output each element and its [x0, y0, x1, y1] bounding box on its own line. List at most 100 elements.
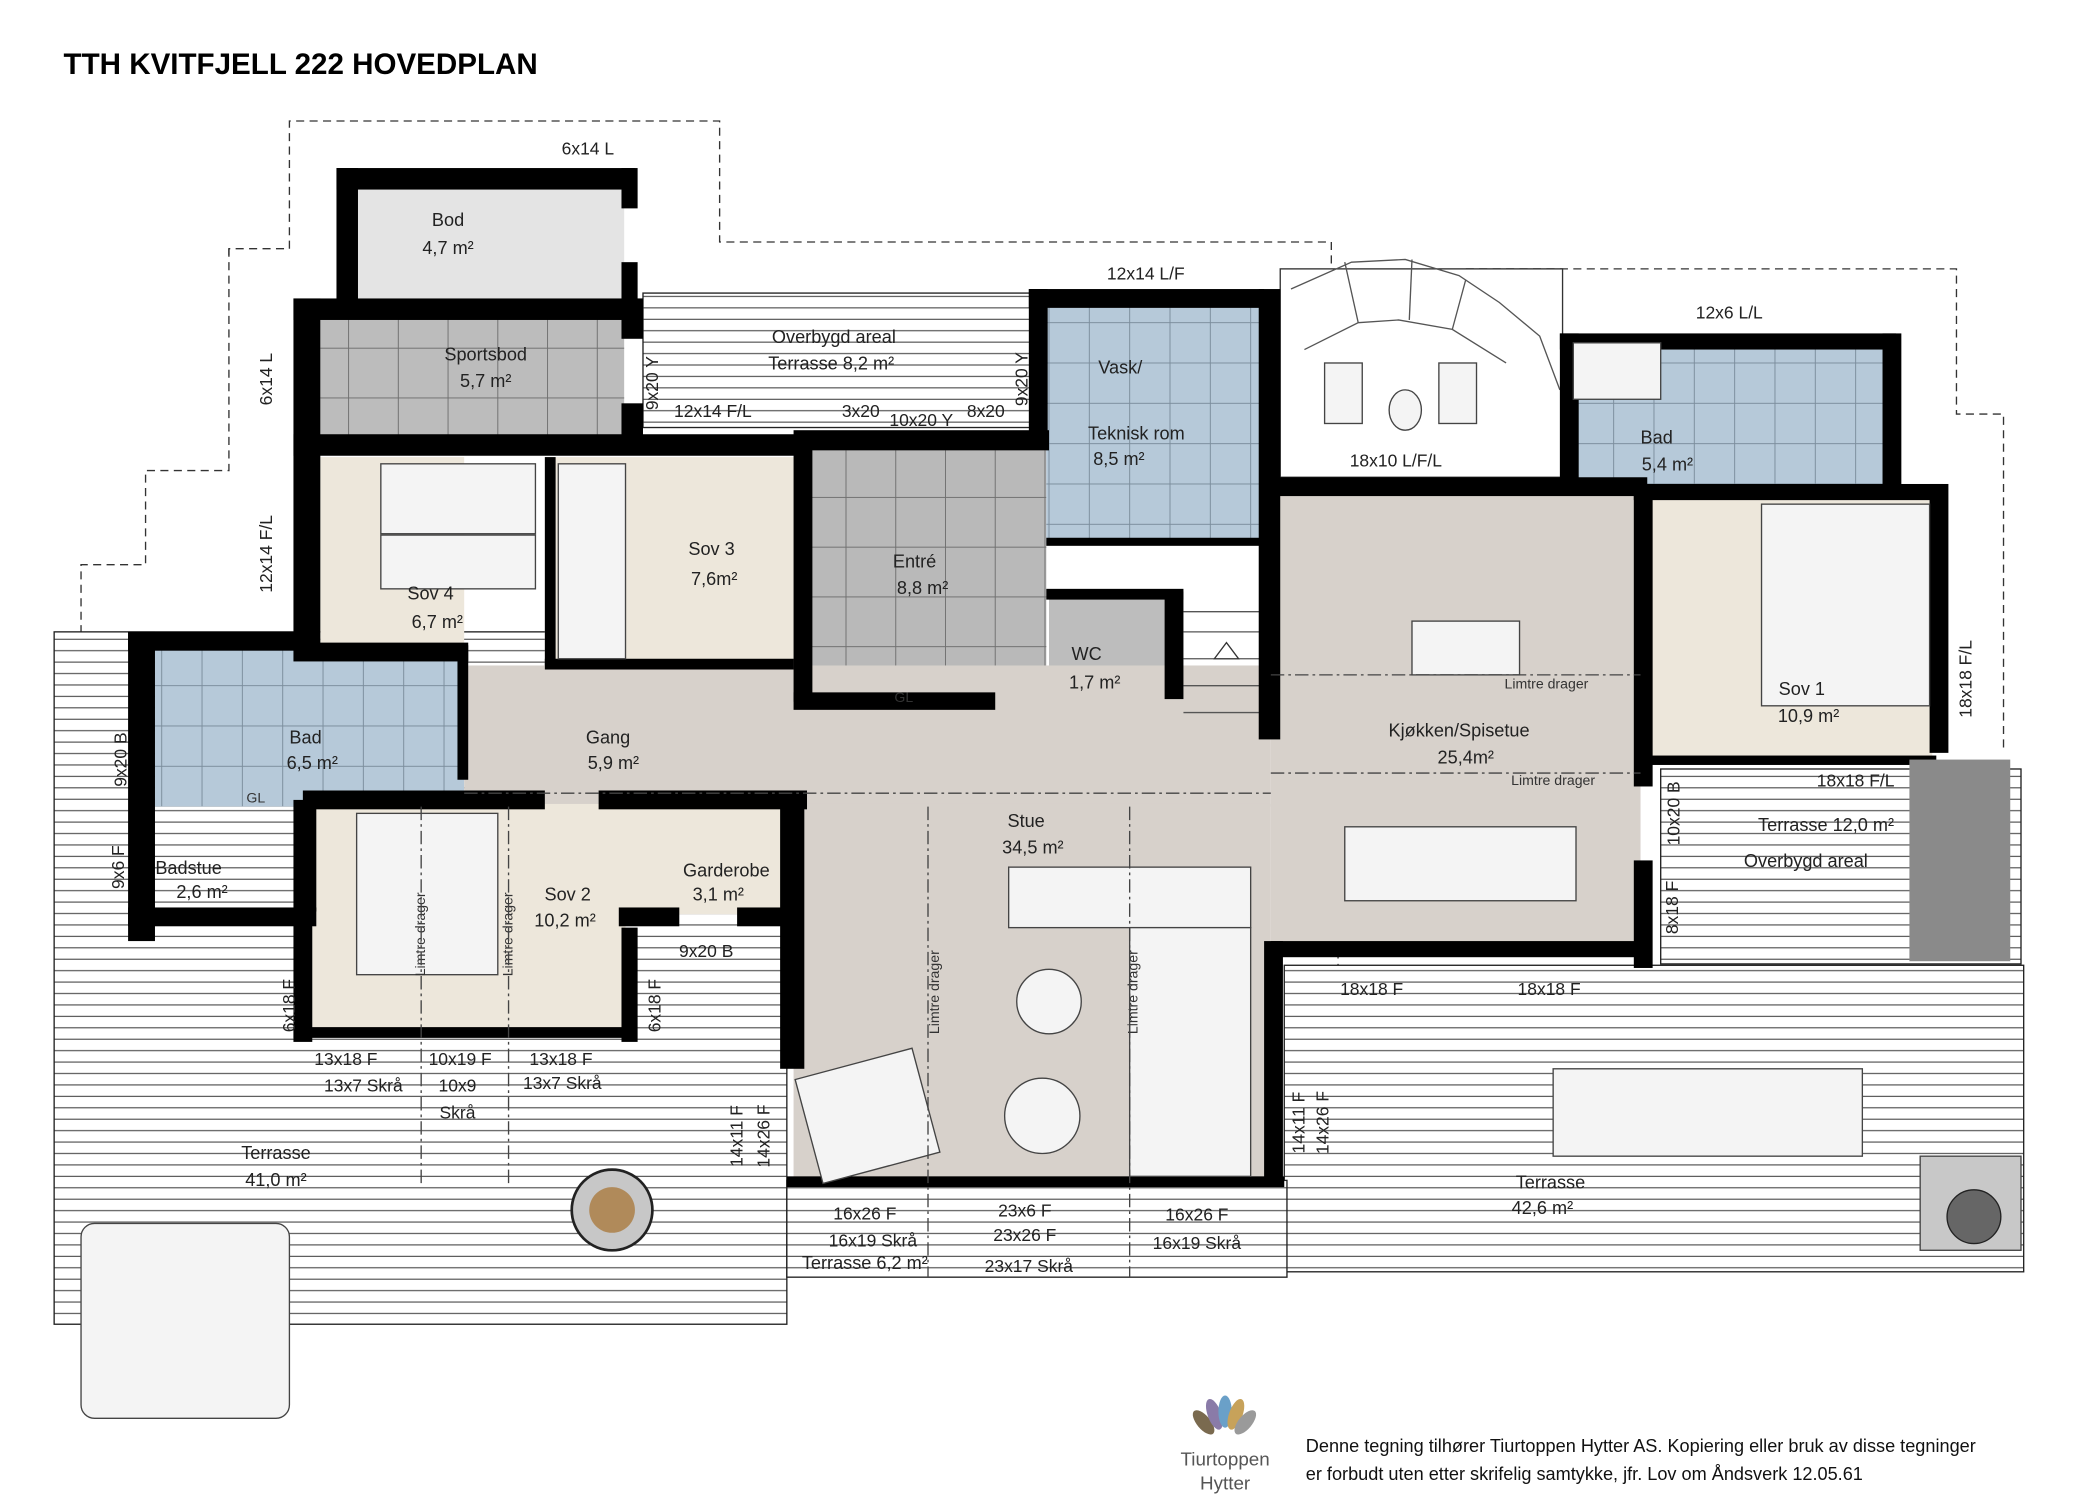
room-bod-name: Bod [432, 210, 464, 230]
plan-title: TTH KVITFJELL 222 HOVEDPLAN [64, 48, 538, 81]
door-label: 10x20 B [1664, 781, 1684, 845]
room-overbygd-top-name: Overbygd areal [772, 327, 896, 347]
window-label: 16x19 Skrå [1153, 1233, 1242, 1253]
opening-labels: 6x14 L 6x14 L 12x14 F/L 9x20 Y 9x20 Y 12… [108, 139, 1975, 1276]
stone-patio [1279, 258, 1564, 478]
room-bad-right-area: 5,4 m² [1642, 455, 1693, 475]
window-label: 6x14 L [562, 139, 615, 159]
room-overbygd-top-area: Terrasse 8,2 m² [768, 354, 894, 374]
window-label: 6x18 F [644, 979, 664, 1032]
door-label: 9x20 Y [1011, 352, 1031, 406]
room-sov1-name: Sov 1 [1779, 679, 1825, 699]
room-vask-area: 8,5 m² [1093, 449, 1144, 469]
window-label: 18x18 F/L [1817, 770, 1895, 790]
terrace-front [786, 1179, 1288, 1278]
copyright-line2: er forbudt uten etter skrifelig samtykke… [1306, 1464, 1863, 1484]
window-label: 18x18 F [1340, 979, 1403, 999]
window-label: 13x18 F [314, 1049, 377, 1069]
window-label: 8x20 [967, 401, 1005, 421]
room-badstue-name: Badstue [155, 858, 222, 878]
window-label: 12x14 L/F [1107, 264, 1185, 284]
window-label: 6x18 F [279, 979, 299, 1032]
door-label: 9x20 B [111, 732, 131, 786]
terrace-covered-top [642, 292, 1037, 429]
window-label: 14x26 F [1313, 1091, 1333, 1154]
beam-label: Limtre drager [500, 892, 516, 976]
room-bad-left-area: 6,5 m² [287, 753, 338, 773]
room-wc-name: WC [1072, 644, 1102, 664]
room-terrasse-left-name: Terrasse [241, 1143, 311, 1163]
door-label: 10x20 Y [889, 410, 953, 430]
beam-label: Limtre drager [926, 950, 942, 1034]
window-label: 12x14 F/L [674, 401, 752, 421]
room-sov1-area: 10,9 m² [1778, 706, 1839, 726]
room-kjokken-name: Kjøkken/Spisetue [1389, 721, 1530, 741]
company-logo: Tiurtoppen Hytter [1180, 1395, 1270, 1494]
room-labels: Bod 4,7 m² Sportsbod 5,7 m² Overbygd are… [155, 210, 1894, 1273]
beam-label: Limtre drager [1511, 772, 1595, 788]
window-label: 18x10 L/F/L [1350, 451, 1443, 471]
room-vask-name2: Teknisk rom [1088, 424, 1185, 444]
misc-labels: GL GL Limtre drager Limtre drager Limtre… [246, 674, 1641, 1278]
window-label: Skrå [440, 1103, 476, 1123]
gl-label: GL [894, 689, 913, 705]
window-label: 12x6 L/L [1696, 303, 1763, 323]
window-label: 3x20 [842, 401, 880, 421]
room-wc-area: 1,7 m² [1069, 672, 1120, 692]
room-terrasse-front-name: Terrasse 6,2 m² [802, 1253, 928, 1273]
room-entre-area: 8,8 m² [897, 578, 948, 598]
room-terrasse-right-name: Terrasse [1516, 1172, 1586, 1192]
room-sportsbod-name: Sportsbod [444, 344, 527, 364]
window-label: 14x11 F [1288, 1092, 1308, 1154]
walls [128, 168, 1949, 1188]
room-sov2-name: Sov 2 [545, 885, 591, 905]
room-terrasse-left-area: 41,0 m² [245, 1170, 306, 1190]
logo-text-line1: Tiurtoppen [1180, 1448, 1269, 1469]
window-label: 23x17 Skrå [985, 1256, 1074, 1276]
room-terrasse-right-area: 42,6 m² [1512, 1198, 1573, 1218]
logo-text-line2: Hytter [1200, 1473, 1250, 1494]
beam-label: Limtre drager [412, 892, 428, 976]
window-label: 16x19 Skrå [829, 1230, 918, 1250]
room-gang-area: 5,9 m² [588, 753, 639, 773]
window-label: 14x11 F [726, 1105, 746, 1167]
room-sov4-area: 6,7 m² [412, 612, 463, 632]
window-label: 13x7 Skrå [324, 1076, 403, 1096]
room-entre-name: Entré [893, 551, 936, 571]
gl-label: GL [246, 790, 265, 806]
door-label: 9x20 Y [642, 356, 662, 410]
room-gang-name: Gang [586, 727, 630, 747]
room-sov3-name: Sov 3 [688, 539, 734, 559]
room-terrasse-small-sub: Overbygd areal [1744, 851, 1868, 871]
window-label: 16x26 F [1165, 1205, 1228, 1225]
room-badstue-area: 2,6 m² [176, 882, 227, 902]
room-bad-right-name: Bad [1641, 428, 1673, 448]
room-stue-area: 34,5 m² [1002, 838, 1063, 858]
window-label: 12x14 F/L [256, 515, 276, 593]
staircase [1183, 611, 1262, 714]
window-label: 13x18 F [529, 1049, 592, 1069]
room-sov4-name: Sov 4 [407, 584, 453, 604]
room-garderobe-name: Garderobe [683, 861, 770, 881]
room-sov2-area: 10,2 m² [534, 910, 595, 930]
window-label: 23x26 F [993, 1225, 1056, 1245]
door-label: 9x20 B [679, 941, 733, 961]
window-label: 6x14 L [256, 353, 276, 406]
window-label: 10x19 F [429, 1049, 492, 1069]
window-label: 9x6 F [108, 845, 128, 889]
window-label: 23x6 F [998, 1201, 1051, 1221]
window-label: 13x7 Skrå [523, 1073, 602, 1093]
room-bod-area: 4,7 m² [422, 238, 473, 258]
copyright-line1: Denne tegning tilhører Tiurtoppen Hytter… [1306, 1436, 1976, 1456]
window-label: 8x18 F [1662, 881, 1682, 934]
room-stue-name: Stue [1007, 811, 1044, 831]
room-garderobe-area: 3,1 m² [693, 885, 744, 905]
room-terrasse-small-name: Terrasse 12,0 m² [1758, 815, 1894, 835]
window-label: 18x18 F [1518, 979, 1581, 999]
window-label: 14x26 F [753, 1104, 773, 1167]
window-label: 18x18 F/L [1955, 640, 1975, 718]
beam-label: Limtre drager [1125, 950, 1141, 1034]
room-sov3-area: 7,6m² [691, 569, 737, 589]
room-kjokken-area: 25,4m² [1438, 748, 1494, 768]
